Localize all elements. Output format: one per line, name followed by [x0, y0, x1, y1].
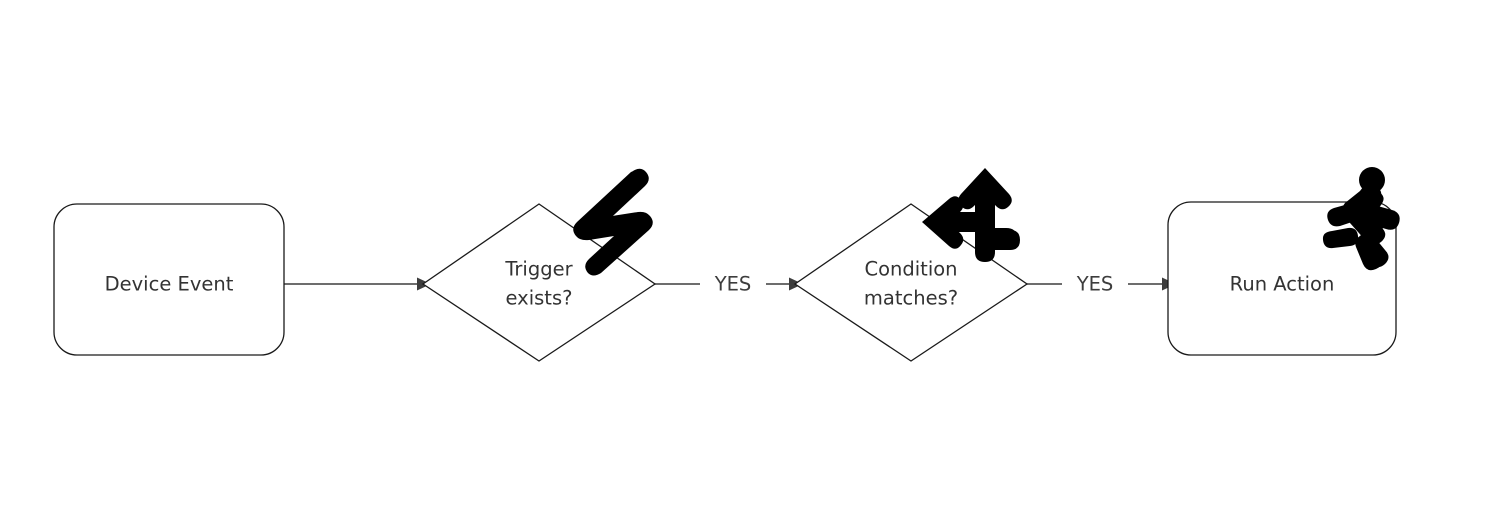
node-run-action[interactable]: Run Action — [1167, 167, 1400, 356]
edge-condition-to-run-action: YES — [1027, 273, 1176, 296]
lightning-bolt-icon — [573, 168, 653, 276]
device-event-box[interactable] — [53, 203, 285, 356]
node-device-event[interactable]: Device Event — [53, 203, 285, 356]
edge-label-yes-2: YES — [1076, 273, 1114, 296]
trigger-exists-label-line1: Trigger — [504, 258, 573, 281]
edge-device-event-to-trigger — [284, 277, 431, 291]
edge-trigger-to-condition: YES — [655, 273, 803, 296]
condition-matches-label-line2: matches? — [864, 287, 958, 310]
run-action-label: Run Action — [1230, 273, 1335, 296]
edge-label-yes-1: YES — [714, 273, 752, 296]
running-person-icon — [1322, 167, 1400, 271]
condition-matches-label-line1: Condition — [864, 258, 957, 281]
fork-branch-arrow-icon — [922, 168, 1020, 262]
device-event-label: Device Event — [105, 273, 234, 296]
node-condition-matches[interactable]: Condition matches? — [793, 168, 1029, 362]
node-trigger-exists[interactable]: Trigger exists? — [421, 168, 657, 362]
trigger-exists-label-line2: exists? — [506, 287, 573, 310]
